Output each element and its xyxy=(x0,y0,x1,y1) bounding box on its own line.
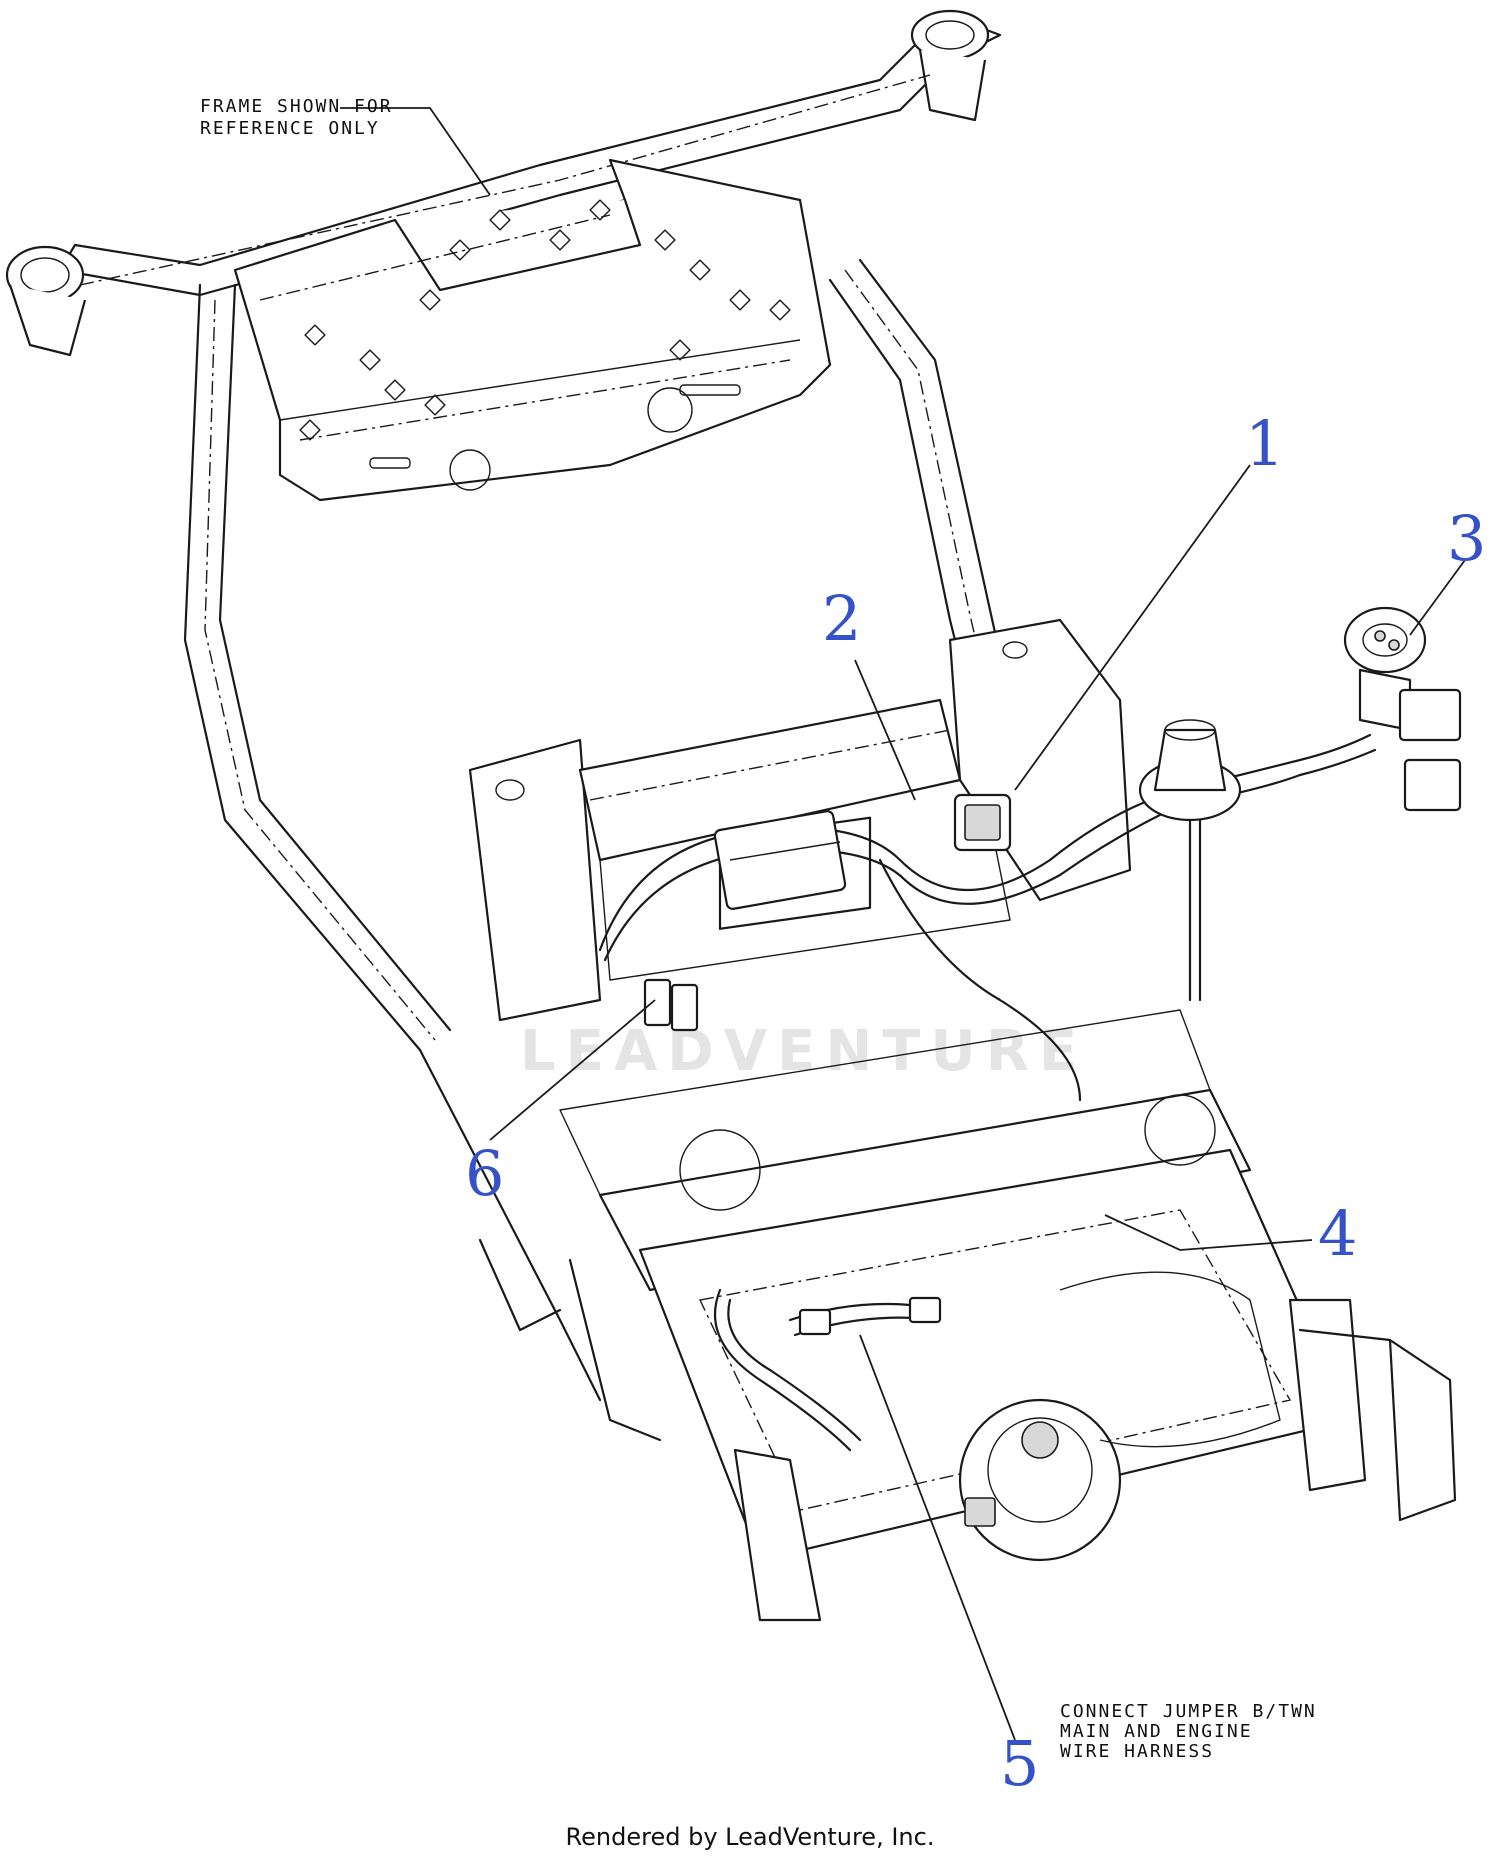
seat-plate-bolts xyxy=(299,199,791,441)
callout-4[interactable]: 4 xyxy=(1318,1197,1357,1270)
leader-lines xyxy=(340,107,1466,1741)
bolt-mark xyxy=(424,394,446,416)
bolt-mark xyxy=(489,209,511,231)
bolt-mark xyxy=(689,259,711,281)
relay-module xyxy=(713,810,847,910)
note-jumper: CONNECT JUMPER B/TWN MAIN AND ENGINE WIR… xyxy=(1060,1701,1317,1762)
callout-5[interactable]: 5 xyxy=(1000,1727,1039,1800)
watermark: LEADVENTURE xyxy=(520,1019,1087,1084)
callout-1[interactable]: 1 xyxy=(1245,407,1284,480)
connector-6 xyxy=(643,978,699,1032)
solenoid xyxy=(953,793,1012,852)
bolt-mark xyxy=(449,239,471,261)
bolt-mark xyxy=(654,229,676,251)
bolt-mark xyxy=(669,339,691,361)
footer-credit: Rendered by LeadVenture, Inc. xyxy=(566,1823,935,1851)
note-jumper-line-3: WIRE HARNESS xyxy=(1060,1741,1214,1762)
connector-5 xyxy=(798,1296,942,1336)
note-jumper-line-1: CONNECT JUMPER B/TWN xyxy=(1060,1701,1317,1722)
bolt-mark xyxy=(304,324,326,346)
ignition-switch xyxy=(1343,606,1462,812)
bolt-mark xyxy=(384,379,406,401)
pto-clutch xyxy=(964,1497,996,1527)
callout-2[interactable]: 2 xyxy=(822,582,861,655)
note-frame-reference: FRAME SHOWN FOR REFERENCE ONLY xyxy=(200,96,393,139)
bolt-mark xyxy=(589,199,611,221)
note-frame-line-1: FRAME SHOWN FOR xyxy=(200,96,393,117)
fuel-valve xyxy=(1138,719,1242,1002)
bolt-mark xyxy=(769,299,791,321)
bolt-mark xyxy=(359,349,381,371)
bolt-mark xyxy=(299,419,321,441)
note-frame-line-2: REFERENCE ONLY xyxy=(200,118,380,139)
callout-6[interactable]: 6 xyxy=(465,1137,504,1210)
seat-plate xyxy=(233,158,832,502)
bolt-mark xyxy=(729,289,751,311)
callout-3[interactable]: 3 xyxy=(1447,502,1486,575)
rops-bar xyxy=(5,9,1002,357)
deck-frame xyxy=(478,1009,1457,1622)
bolt-mark xyxy=(419,289,441,311)
bolt-mark xyxy=(549,229,571,251)
note-jumper-line-2: MAIN AND ENGINE xyxy=(1060,1721,1253,1742)
